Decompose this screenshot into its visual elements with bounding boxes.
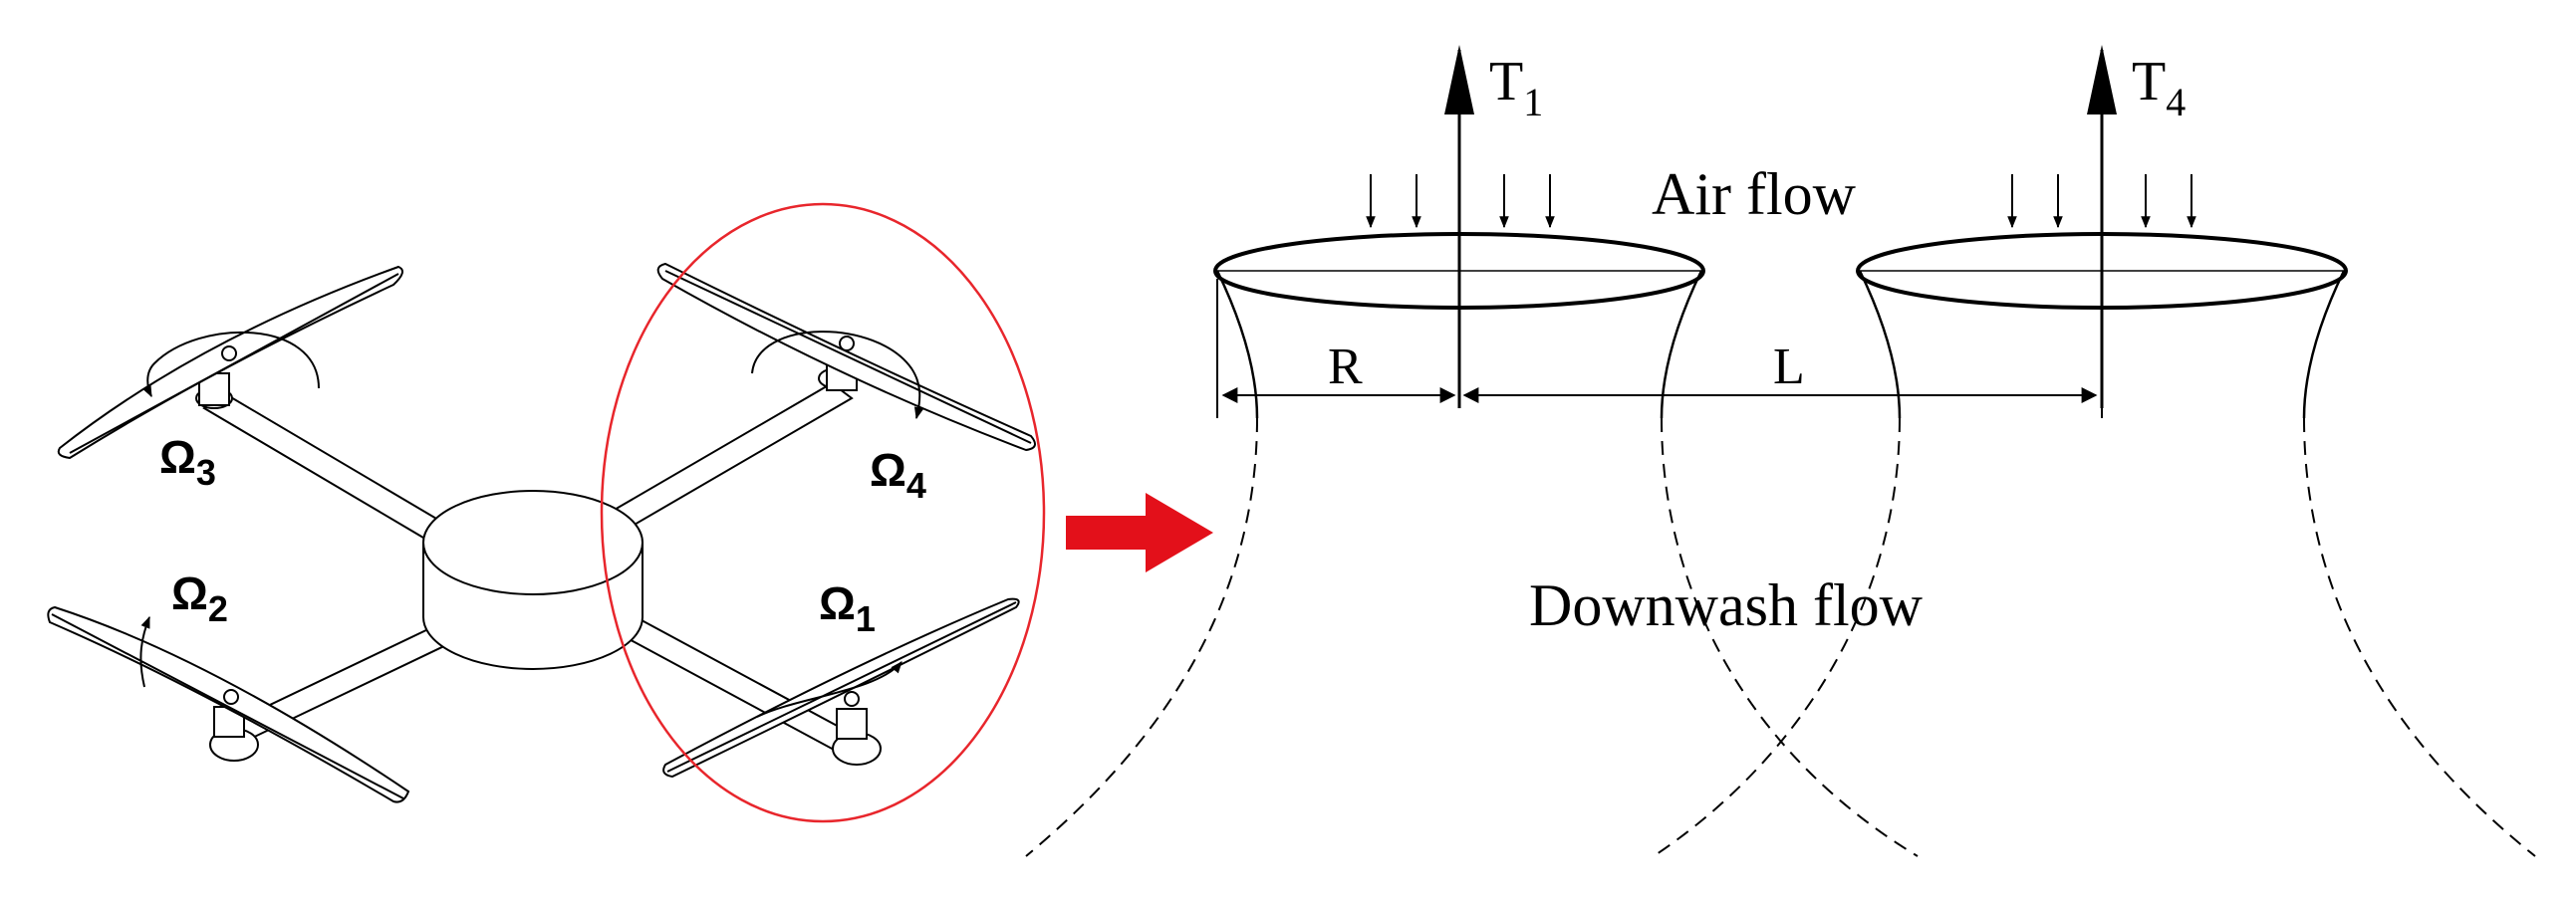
- quadrotor-body: [422, 490, 644, 670]
- air-flow-label: Air flow: [1652, 161, 1857, 227]
- flow-diagram: [1025, 45, 2536, 857]
- slipstream-4-left: [1858, 270, 1902, 419]
- rotation-arrow-4: [751, 331, 924, 420]
- thrust-label-4: T4: [2132, 51, 2186, 124]
- rotation-arrow-2: [139, 615, 150, 688]
- transition-arrow: [1066, 493, 1213, 572]
- air-flow-arrows: [1366, 174, 2196, 229]
- highlight-ellipse: [600, 202, 1046, 823]
- rotor-speed-labels: Ω3 Ω4 Ω2 Ω1: [159, 431, 926, 639]
- distance-label: L: [1773, 339, 1805, 395]
- propeller-3: [57, 265, 403, 460]
- dimension-lines: [1216, 279, 2103, 418]
- radius-label: R: [1328, 339, 1363, 395]
- slipstream-1-right: [1660, 270, 1703, 419]
- rotation-arrows: [139, 331, 924, 718]
- rotor-speed-label-3: Ω3: [159, 431, 216, 493]
- slipstream-4-right: [2302, 270, 2346, 419]
- slipstream-dashed: [1025, 417, 2536, 857]
- rotor-speed-label-1: Ω1: [819, 577, 876, 639]
- rotation-arrow-1: [756, 661, 902, 718]
- motor-1: [836, 708, 868, 740]
- propellers: [47, 262, 1036, 803]
- rotor-speed-label-2: Ω2: [171, 567, 228, 629]
- rotor-speed-label-4: Ω4: [870, 444, 926, 506]
- slipstream-1-left: [1215, 270, 1259, 419]
- quadrotor-drawing: [47, 262, 1036, 803]
- rotation-arrow-3: [141, 331, 320, 398]
- downwash-flow-label: Downwash flow: [1529, 572, 1924, 638]
- thrust-label-1: T1: [1489, 51, 1543, 124]
